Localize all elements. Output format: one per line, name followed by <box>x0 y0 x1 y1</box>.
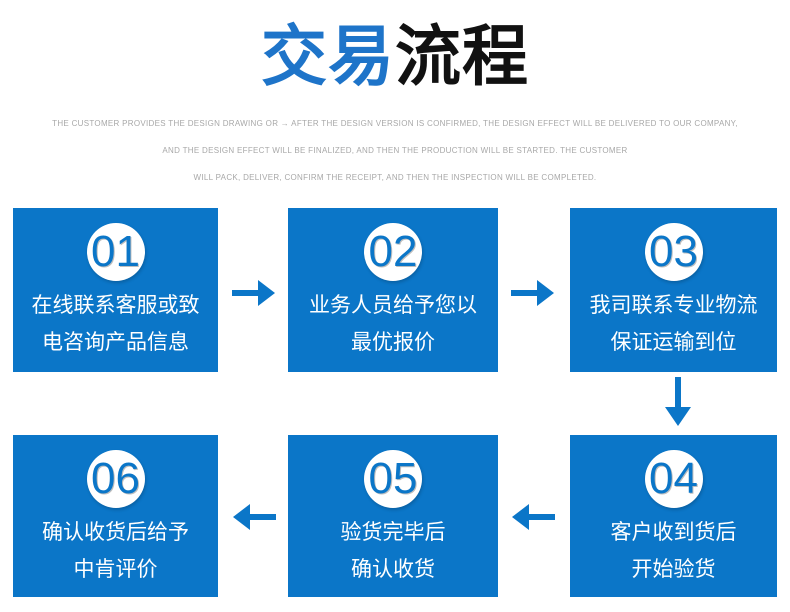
step-card-01: 01 在线联系客服或致 电咨询产品信息 <box>13 208 218 372</box>
step-number: 01 <box>91 227 140 276</box>
page-title-highlight: 交易 <box>261 19 395 93</box>
step-text-line: 电咨询产品信息 <box>42 331 189 354</box>
step-text-line: 客户收到货后 <box>610 521 737 544</box>
step-card-06: 06 确认收货后给予 中肯评价 <box>13 435 218 597</box>
arrow-right-icon <box>232 277 276 309</box>
step-text-line: 在线联系客服或致 <box>31 294 200 317</box>
arrow-down-icon <box>662 377 694 427</box>
subtitle: THE CUSTOMER PROVIDES THE DESIGN DRAWING… <box>0 110 790 191</box>
subtitle-line-2: AND THE DESIGN EFFECT WILL BE FINALIZED,… <box>162 146 628 155</box>
step-text-line: 开始验货 <box>631 558 716 581</box>
step-text-line: 确认收货后给予 <box>42 521 189 544</box>
arrow-right-icon <box>511 277 555 309</box>
step-text-line: 我司联系专业物流 <box>589 294 758 317</box>
step-text-line: 确认收货 <box>351 558 435 581</box>
step-number: 02 <box>368 227 418 276</box>
step-text-block: 确认收货后给予 中肯评价 <box>13 514 218 588</box>
step-text-line: 保证运输到位 <box>610 331 737 354</box>
arrow-left-icon <box>511 501 555 533</box>
arrow-left-icon <box>232 501 276 533</box>
page-title: 交易流程 <box>0 14 790 98</box>
step-text-line: 中肯评价 <box>73 558 158 581</box>
step-text-block: 客户收到货后 开始验货 <box>570 514 777 588</box>
step-number-badge: 06 <box>86 450 145 508</box>
step-text-block: 在线联系客服或致 电咨询产品信息 <box>13 287 218 361</box>
step-text-block: 验货完毕后 确认收货 <box>288 514 498 588</box>
subtitle-line-1: THE CUSTOMER PROVIDES THE DESIGN DRAWING… <box>52 119 738 128</box>
subtitle-line-3: WILL PACK, DELIVER, CONFIRM THE RECEIPT,… <box>193 173 597 182</box>
step-text-line: 最优报价 <box>351 331 435 354</box>
step-text-block: 业务人员给予您以 最优报价 <box>288 287 498 361</box>
step-number-badge: 05 <box>364 450 422 508</box>
step-text-block: 我司联系专业物流 保证运输到位 <box>570 287 777 361</box>
step-number-badge: 01 <box>86 223 145 281</box>
page-title-rest: 流程 <box>395 19 529 93</box>
step-number-badge: 03 <box>644 223 703 281</box>
step-card-02: 02 业务人员给予您以 最优报价 <box>288 208 498 372</box>
step-number: 06 <box>91 454 140 503</box>
step-number: 05 <box>368 454 418 503</box>
step-text-line: 业务人员给予您以 <box>309 294 477 317</box>
step-number: 04 <box>649 454 698 503</box>
step-number-badge: 04 <box>644 450 703 508</box>
step-card-03: 03 我司联系专业物流 保证运输到位 <box>570 208 777 372</box>
step-text-line: 验货完毕后 <box>340 521 446 544</box>
step-number: 03 <box>649 227 698 276</box>
step-card-05: 05 验货完毕后 确认收货 <box>288 435 498 597</box>
step-card-04: 04 客户收到货后 开始验货 <box>570 435 777 597</box>
step-number-badge: 02 <box>364 223 422 281</box>
